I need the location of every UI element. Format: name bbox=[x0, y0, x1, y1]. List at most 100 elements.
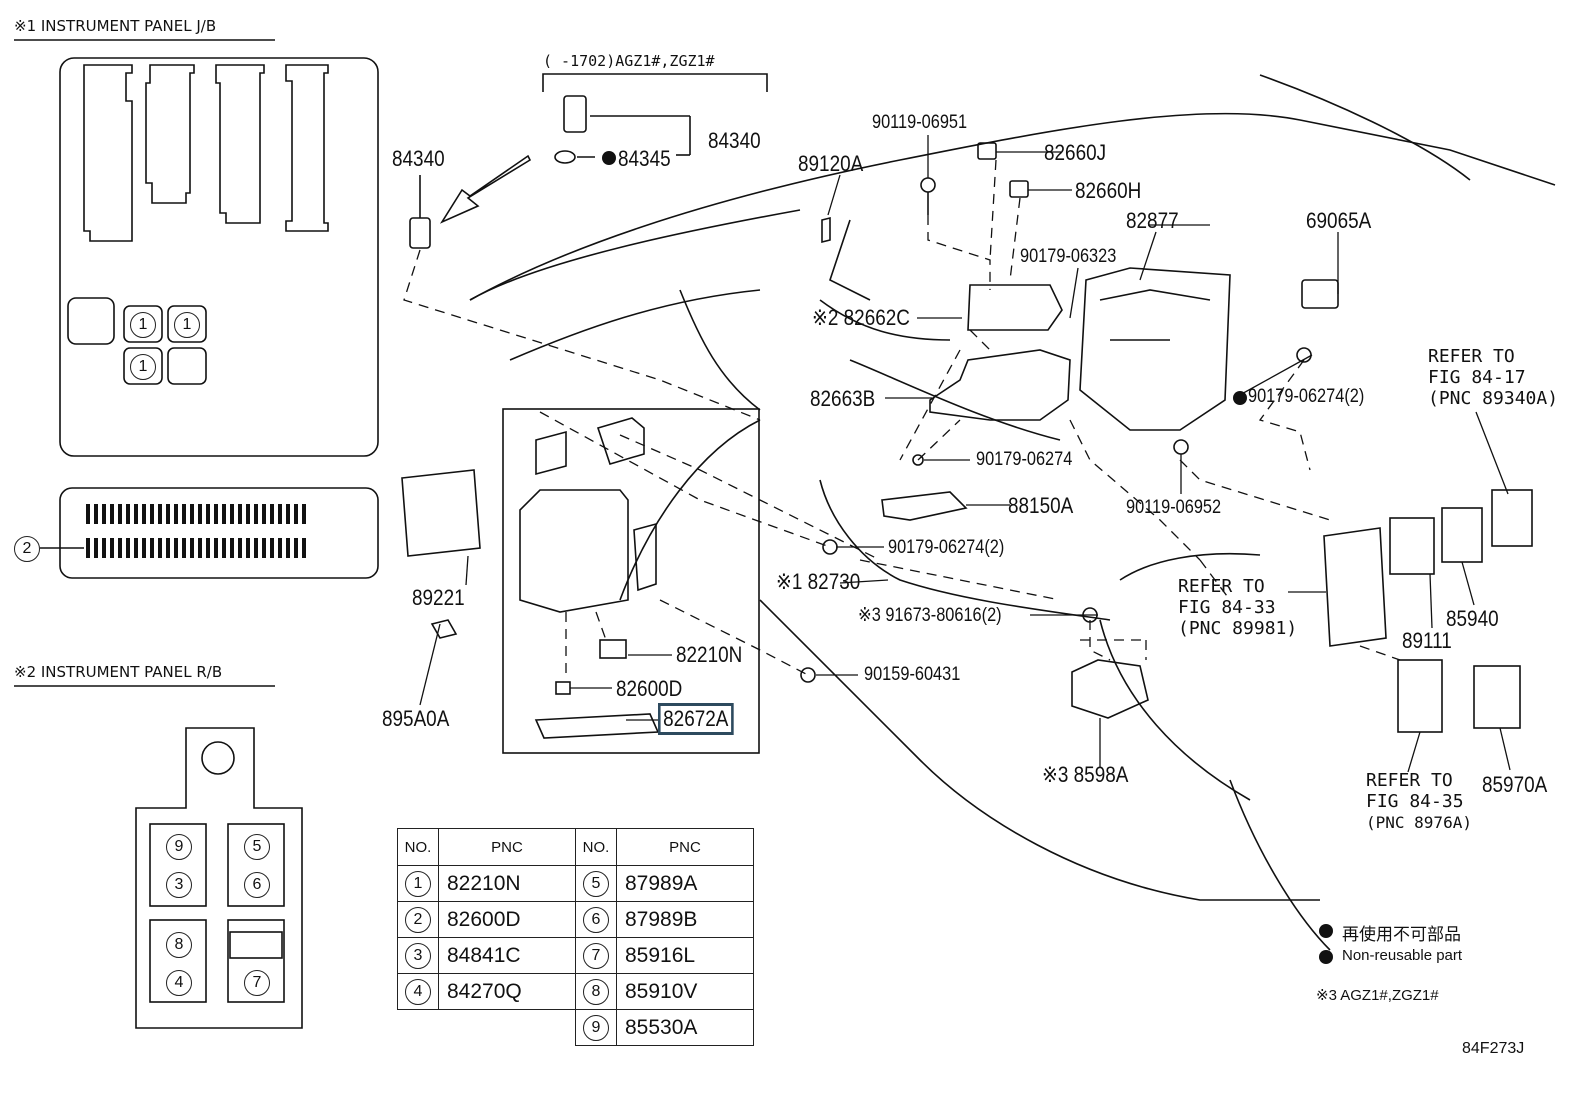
strip-fuse-bar bbox=[214, 538, 218, 558]
stop-switch-left bbox=[409, 217, 431, 249]
rb-slot-3: 3 bbox=[166, 872, 192, 898]
strip-fuse-bar bbox=[238, 504, 242, 524]
part-label-82660H[interactable]: 82660H bbox=[1075, 178, 1142, 203]
strip-fuse-bar bbox=[94, 538, 98, 558]
strip-fuse-bar bbox=[270, 538, 274, 558]
pnc-cell: 87989A bbox=[616, 865, 754, 902]
col-no-right: NO. bbox=[575, 828, 617, 866]
jb-column-1 bbox=[83, 64, 133, 242]
part-label-82600D[interactable]: 82600D bbox=[616, 676, 683, 701]
jb-slot-empty-2 bbox=[167, 347, 207, 385]
strip-fuse-bar bbox=[134, 504, 138, 524]
part-label-89120A[interactable]: 89120A bbox=[798, 151, 864, 176]
part-label-82672A-highlighted[interactable]: 82672A bbox=[658, 703, 734, 735]
part-label-82730[interactable]: ※1 82730 bbox=[776, 569, 861, 594]
pnc-cell: 84270Q bbox=[438, 973, 576, 1010]
part-89111-b bbox=[1389, 517, 1435, 575]
part-label-88150A[interactable]: 88150A bbox=[1008, 493, 1074, 518]
part-label-90159-60431[interactable]: 90159-60431 bbox=[864, 664, 961, 685]
rb-outline bbox=[135, 727, 303, 1029]
part-label-82660J[interactable]: 82660J bbox=[1044, 140, 1107, 165]
pnc-cell: 85530A bbox=[616, 1009, 754, 1046]
cover-82672A bbox=[534, 713, 660, 739]
part-label-90179-06274-2-upper[interactable]: 90179-06274(2) bbox=[1248, 386, 1365, 407]
part-label-90179-06274-2-lower[interactable]: 90179-06274(2) bbox=[888, 537, 1005, 558]
strip-fuse-bar bbox=[198, 504, 202, 524]
rb-slot-9: 9 bbox=[166, 834, 192, 860]
strip-fuse-bar bbox=[110, 504, 114, 524]
strip-fuse-bar bbox=[110, 538, 114, 558]
table-row: 2 82600D 6 87989B bbox=[397, 901, 754, 938]
part-label-8598A[interactable]: ※3 8598A bbox=[1042, 762, 1129, 787]
part-label-90119-06952[interactable]: 90119-06952 bbox=[1126, 497, 1222, 518]
strip-fuse-bar bbox=[286, 538, 290, 558]
strip-fuse-bar bbox=[278, 538, 282, 558]
bracket-82877 bbox=[1079, 267, 1231, 431]
part-label-89221[interactable]: 89221 bbox=[412, 585, 465, 610]
strip-fuse-bar bbox=[134, 538, 138, 558]
strip-fuse-bar bbox=[158, 504, 162, 524]
pnc-cell: 82600D bbox=[438, 901, 576, 938]
strip-fuse-bar bbox=[182, 504, 186, 524]
col-no-left: NO. bbox=[397, 828, 439, 866]
jb-column-4 bbox=[285, 64, 329, 232]
part-label-84340-top[interactable]: 84340 bbox=[708, 128, 761, 153]
strip-fuse-bar bbox=[222, 504, 226, 524]
part-label-82663B[interactable]: 82663B bbox=[810, 386, 876, 411]
jb-slot-empty-1 bbox=[67, 297, 115, 345]
jb-section-title: ※1 INSTRUMENT PANEL J/B bbox=[14, 17, 217, 35]
part-label-69065A[interactable]: 69065A bbox=[1306, 208, 1372, 233]
part-label-90179-06274[interactable]: 90179-06274 bbox=[976, 449, 1073, 470]
part-label-84340-left[interactable]: 84340 bbox=[392, 146, 445, 171]
legend-jp: 再使用不可部品 bbox=[1342, 925, 1461, 944]
part-label-90179-06323[interactable]: 90179-06323 bbox=[1020, 246, 1117, 267]
part-label-895A0A[interactable]: 895A0A bbox=[382, 706, 450, 731]
part-69065A bbox=[1301, 279, 1339, 309]
cover-82663B bbox=[929, 349, 1071, 421]
part-8976A bbox=[1397, 659, 1443, 733]
part-label-85970A[interactable]: 85970A bbox=[1482, 772, 1548, 797]
strip-fuse-bar bbox=[198, 538, 202, 558]
strip-fuse-bar bbox=[102, 504, 106, 524]
table-row: 4 84270Q 8 85910V bbox=[397, 973, 754, 1010]
part-label-82877[interactable]: 82877 bbox=[1126, 208, 1179, 233]
strip-fuse-bar bbox=[182, 538, 186, 558]
part-89340A bbox=[1491, 489, 1533, 547]
part-label-84345[interactable]: 84345 bbox=[618, 146, 671, 171]
pnc-cell: 85910V bbox=[616, 973, 754, 1010]
strip-fuse-bar bbox=[150, 538, 154, 558]
strip-fuse-bar bbox=[174, 504, 178, 524]
strip-fuse-bar bbox=[158, 538, 162, 558]
legend-dot-jp bbox=[1319, 924, 1333, 938]
direction-arrow bbox=[439, 154, 532, 224]
figure-id: 84F273J bbox=[1462, 1040, 1525, 1057]
variant-bracket bbox=[542, 73, 768, 92]
part-89221 bbox=[401, 469, 481, 557]
strip-fuse-bar bbox=[150, 504, 154, 524]
jb-strip-outline bbox=[59, 487, 379, 579]
strip-fuse-bar bbox=[294, 504, 298, 524]
strip-fuse-bar bbox=[302, 538, 306, 558]
part-label-82662C[interactable]: ※2 82662C bbox=[812, 305, 910, 330]
strip-fuse-bar bbox=[246, 504, 250, 524]
part-label-85940[interactable]: 85940 bbox=[1446, 606, 1499, 631]
part-label-82210N[interactable]: 82210N bbox=[676, 642, 743, 667]
jb-column-2 bbox=[145, 64, 195, 204]
part-label-90119-06951[interactable]: 90119-06951 bbox=[872, 112, 968, 133]
jb-slot-1a: 1 bbox=[130, 312, 156, 338]
variant-range: ( -1702)AGZ1#,ZGZ1# bbox=[543, 52, 715, 70]
callout-2: 2 bbox=[14, 536, 40, 562]
jb-outline bbox=[59, 57, 379, 457]
stop-switch-top bbox=[563, 95, 587, 133]
strip-fuse-bar bbox=[142, 504, 146, 524]
strip-fuse-bar bbox=[262, 538, 266, 558]
part-label-91673-80616[interactable]: ※3 91673-80616(2) bbox=[858, 605, 1002, 626]
part-85940 bbox=[1441, 507, 1483, 563]
part-8598A bbox=[1071, 659, 1149, 719]
part-label-89111[interactable]: 89111 bbox=[1402, 628, 1452, 653]
